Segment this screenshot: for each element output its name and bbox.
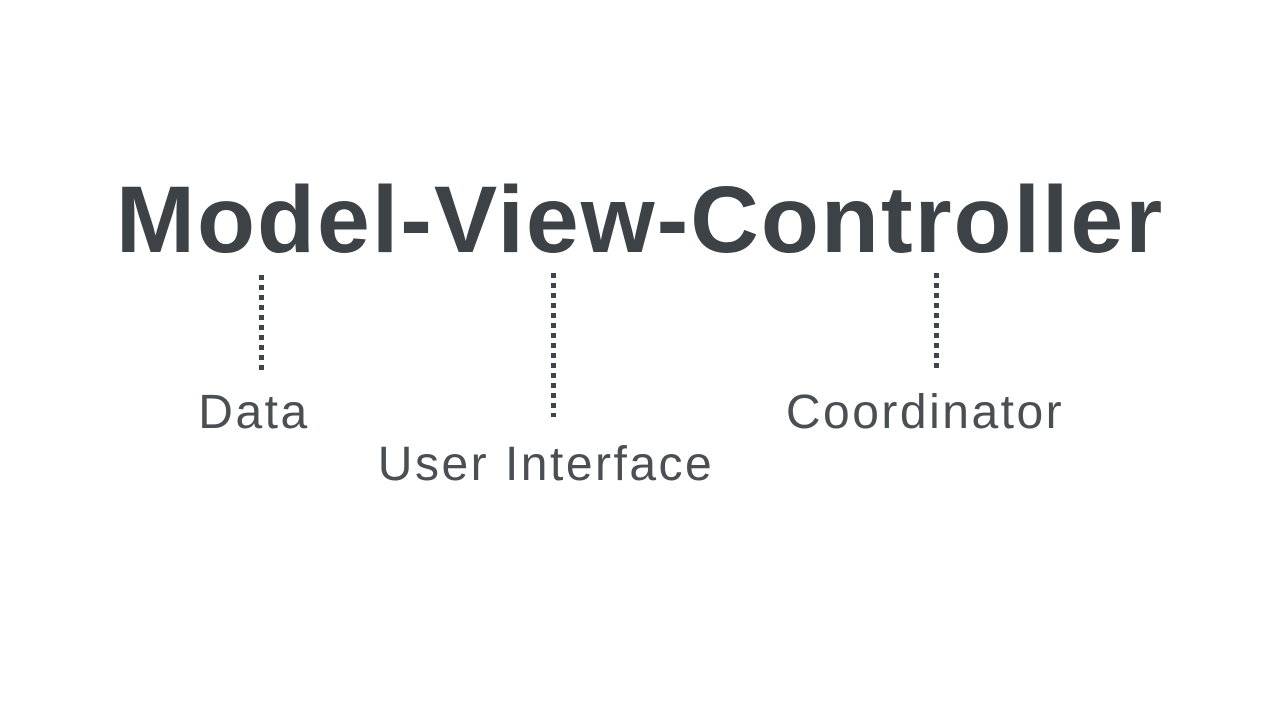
page-title: Model-View-Controller <box>115 167 1165 273</box>
controller-meaning-label: Coordinator <box>785 386 1065 439</box>
model-meaning-label: Data <box>198 386 310 439</box>
model-connector-dotted-line <box>259 275 264 370</box>
view-meaning-label: User Interface <box>377 438 715 491</box>
view-connector-dotted-line <box>551 273 556 417</box>
controller-connector-dotted-line <box>934 273 939 371</box>
